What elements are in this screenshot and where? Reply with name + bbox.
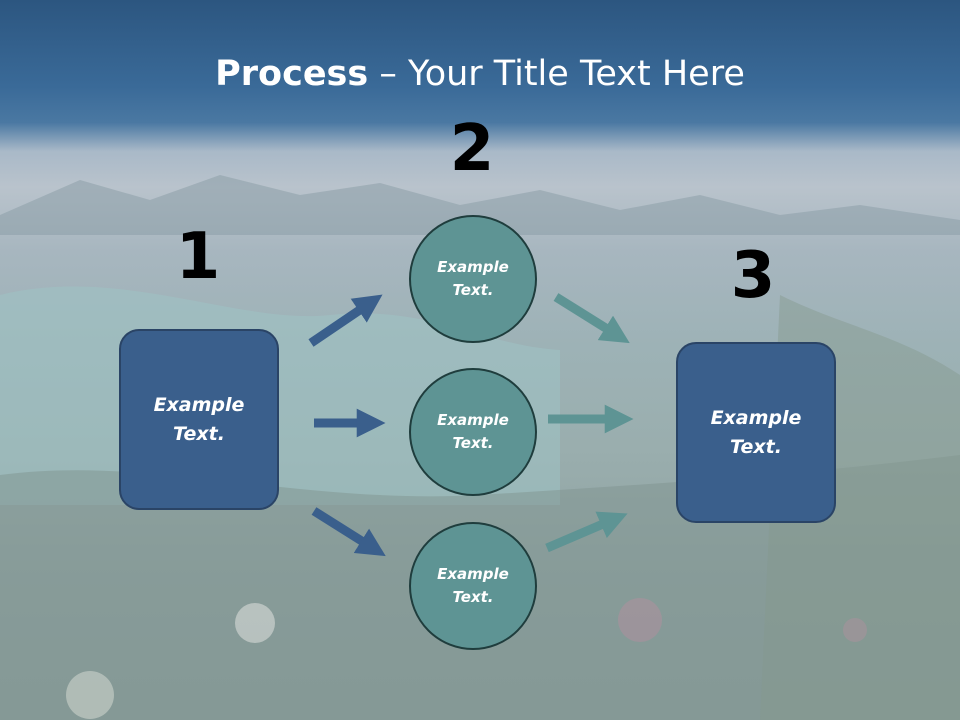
circle-middle-text: Example Text. — [437, 411, 509, 452]
arrow-left-to-top — [308, 294, 383, 347]
title-rest: – Your Title Text Here — [368, 54, 745, 94]
right-box-text: Example Text. — [710, 406, 802, 458]
title-bold: Process — [215, 54, 369, 94]
step-number-3: 3 — [730, 239, 776, 313]
arrow-bottom-to-right — [545, 511, 628, 553]
left-process-box: Example Text. — [119, 329, 279, 510]
right-process-box: Example Text. — [676, 342, 836, 523]
circle-middle: Example Text. — [409, 368, 537, 496]
circle-bottom: Example Text. — [409, 522, 537, 650]
left-box-text: Example Text. — [153, 393, 245, 445]
arrow-top-to-right — [553, 293, 630, 344]
arrow-left-to-bottom — [311, 507, 386, 557]
step-number-2: 2 — [449, 112, 495, 186]
circle-top-text: Example Text. — [437, 258, 509, 299]
step-number-1: 1 — [175, 220, 221, 294]
circle-top: Example Text. — [409, 215, 537, 343]
circle-bottom-text: Example Text. — [437, 565, 509, 606]
slide-title: Process – Your Title Text Here — [0, 52, 960, 96]
